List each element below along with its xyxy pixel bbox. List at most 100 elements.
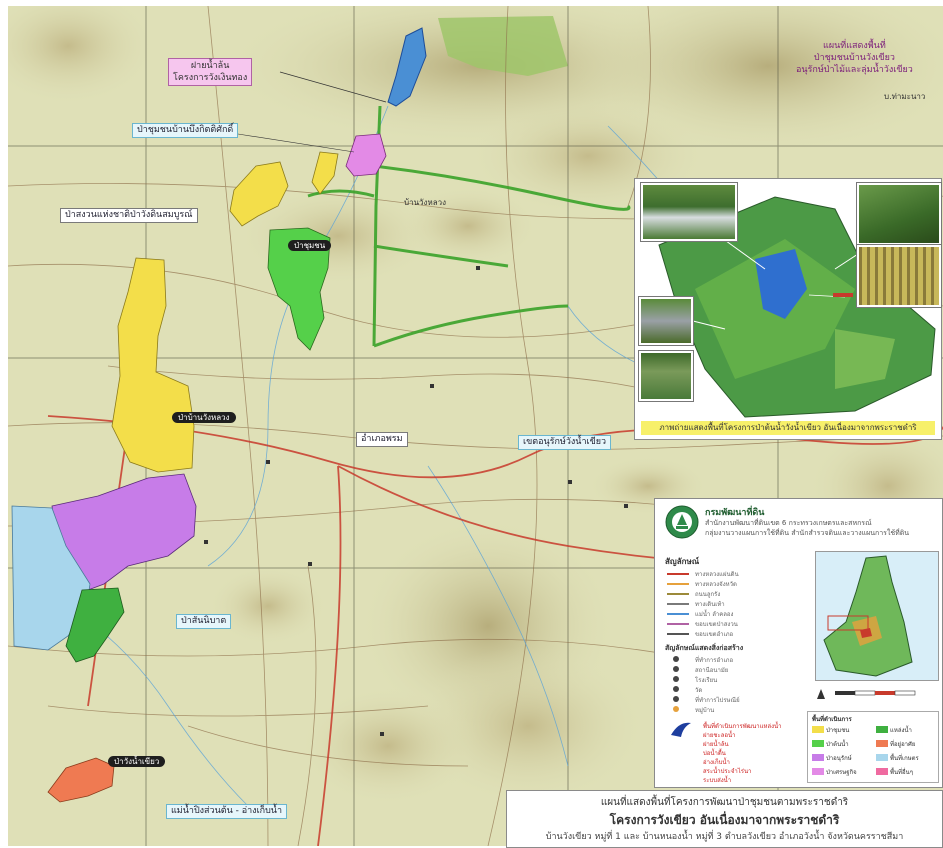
zone-label: พื้นที่อื่นๆ [890,769,913,776]
map-title-location: บ้านวังเขียว หมู่ที่ 1 และ บ้านหนองน้ำ ห… [545,832,904,842]
callout-bottom[interactable]: แม่น้ำปิงส่วนต้น - อ่างเก็บน้ำ [166,804,288,819]
callout-leader-line-2 [237,133,355,153]
forest-patch [438,16,568,76]
callout-weir[interactable]: ฝายน้ำล้น โครงการวังเงินทอง [168,58,253,86]
zone-darkgreen [65,587,125,663]
inset-photo-channel[interactable] [639,297,693,345]
zone-label: ป่าเศรษฐกิจ [826,769,857,776]
magenta-note-line1: แผนที่แสดงพื้นที่ [823,41,886,51]
legend-line-swatch [667,583,689,585]
legend-symbol-dot [673,676,679,682]
legend-subtitle-1: สำนักงานพัฒนาที่ดินเขต 6 กระทรวงเกษตรและ… [705,519,872,527]
magenta-note-line2: ป่าชุมชนบ้านวังเขียว [813,53,895,63]
inset-photo-hillside[interactable] [857,183,941,245]
legend-symbol-label: วัด [695,687,703,694]
reservoir [387,27,427,107]
legend-line-label: ถนนลูกรัง [695,591,721,598]
legend-line-swatch [667,593,689,595]
zone-label: ป่าชุมชน [826,727,850,734]
place-label-north: บ้านวังหลวง [404,198,447,207]
legend-symbol-dot [673,656,679,662]
legend-line-label: ทางหลวงจังหวัด [695,581,737,588]
legend-line-swatch [667,623,689,625]
inset-photo-pond[interactable] [639,351,693,401]
legend-panel: กรมพัฒนาที่ดิน สำนักงานพัฒนาที่ดินเขต 6 … [654,498,943,788]
legend-subtitle-2: กลุ่มงานวางแผนการใช้ที่ดิน สำนักสำรวจดิน… [705,529,910,537]
pill-label-3[interactable]: ป่าวังน้ำเขียว [108,756,166,767]
zone-swatch [876,726,888,733]
legend-line-label: ขอบเขตอำเภอ [695,631,734,638]
zone-swatch [876,768,888,775]
photo-inset-panel: ภาพถ่ายแสดงพื้นที่โครงการป่าต้นน้ำวังน้ำ… [634,178,942,440]
zone-label: ป่าต้นน้ำ [826,741,849,748]
settlement-markers [204,266,628,736]
legend-red-note: อ่างเก็บน้ำ [703,759,730,766]
department-logo [665,505,699,539]
callout-district[interactable]: อำเภอพรม [356,432,408,447]
legend-line-label: ทางเดินเท้า [695,601,725,608]
legend-zone-title: พื้นที่ดำเนินการ [812,716,852,723]
zone-yellow-small [311,151,339,195]
zone-pink-north [345,133,387,177]
legend-red-note: ระบบส่งน้ำ [703,777,732,784]
inset-photo-plantation[interactable] [857,245,941,307]
legend-symbol-dot [673,666,679,672]
zone-label: แหล่งน้ำ [890,727,912,734]
legend-symbol-label: ที่ทำการไปรษณีย์ [695,697,740,704]
callout-reserved-forest[interactable]: ป่าสงวนแห่งชาติป่าวังดินสมบูรณ์ [60,208,198,223]
legend-red-note: สระน้ำประจำไร่นา [703,768,752,775]
legend-line-swatch [667,633,689,635]
callout-lower[interactable]: ป่าสันนิบาต [176,614,232,629]
map-title-block: แผนที่แสดงพื้นที่โครงการพัฒนาป่าชุมชนตาม… [506,790,943,848]
legend-symbol-dot [673,706,679,712]
zone-swatch [812,740,824,747]
callout-community-forest[interactable]: ป่าชุมชนบ้านบึงกิตติศักดิ์ [132,123,239,138]
locator-map[interactable] [815,551,939,681]
callout-conservation[interactable]: เขตอนุรักษ์วังน้ำเขียว [518,435,612,450]
scale-bar [817,689,916,699]
legend-symbol-dot [673,696,679,702]
map-title-main: โครงการวังเขียว อันเนื่องมาจากพระราชดำริ [609,813,840,827]
legend-heading: สัญลักษณ์ [665,557,700,566]
zone-yellow-north [229,161,289,227]
legend-line-label: ทางหลวงแผ่นดิน [695,571,739,578]
magenta-note-line3: อนุรักษ์ป่าไม้และลุ่มน้ำวังเขียว [796,65,913,75]
inset-area-map[interactable] [635,179,943,441]
locator-map-shape [823,555,913,677]
zone-label: ป่าอนุรักษ์ [826,755,852,762]
project-routes [307,105,631,348]
legend-red-note: บ่อน้ำตื้น [703,750,726,757]
legend-symbol-dot [673,686,679,692]
legend-red-note: ฝายชะลอน้ำ [703,732,736,739]
inset-caption: ภาพถ่ายแสดงพื้นที่โครงการป่าต้นน้ำวังน้ำ… [641,421,935,435]
pill-label-1[interactable]: ป่าชุมชน [288,240,332,251]
bird-icon [671,722,691,737]
callout-weir-line2: โครงการวังเงินทอง [173,73,248,83]
zone-swatch [876,754,888,761]
legend-subheading: สัญลักษณ์แสดงสิ่งก่อสร้าง [665,644,744,652]
zone-orange [47,757,115,803]
legend-symbol-label: สถานีอนามัย [695,667,729,674]
pill-label-2[interactable]: ป่าบ้านวังหลวง [172,412,236,423]
legend-line-swatch [667,603,689,605]
legend-line-label: แม่น้ำ ลำคลอง [695,611,734,618]
legend-red-note: ฝายน้ำล้น [703,741,729,748]
topographic-map[interactable] [8,6,943,846]
legend-symbol-label: หมู่บ้าน [695,707,715,714]
legend-symbol-label: ที่ทำการอำเภอ [695,657,734,664]
zone-swatch [812,726,824,733]
callout-leader-line [279,71,387,103]
legend-line-label: ขอบเขตป่าสงวน [695,621,738,628]
zone-label: ที่อยู่อาศัย [890,741,916,748]
map-note-magenta: แผนที่แสดงพื้นที่ ป่าชุมชนบ้านวังเขียว อ… [796,40,913,76]
zone-swatch [812,768,824,775]
legend-red-note: พื้นที่ดำเนินการพัฒนาแหล่งน้ำ [703,723,782,730]
zone-swatch [812,754,824,761]
place-label-ne: บ.ท่ามะนาว [884,92,926,101]
legend-department: กรมพัฒนาที่ดิน [705,508,765,518]
legend-zone-box: พื้นที่ดำเนินการ ป่าชุมชน ป่าต้นน้ำ ป่าอ… [807,711,939,783]
zone-label: พื้นที่เกษตร [890,755,919,762]
inset-photo-forest-stream[interactable] [641,183,737,241]
zone-swatch [876,740,888,747]
